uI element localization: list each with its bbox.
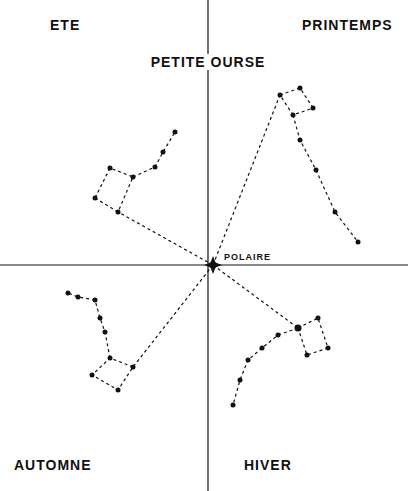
pointer-line [213,265,298,328]
season-label: HIVER [244,458,292,472]
season-label: AUTOMNE [14,458,92,472]
dipper-handle [293,115,358,242]
pointer-line [133,265,213,367]
polaris-star [204,256,222,274]
dipper-handle [133,132,175,177]
dipper-bowl [92,358,133,390]
season-label: PRINTEMPS [302,18,393,32]
dipper-bowl [280,88,313,115]
stars [66,86,361,408]
dipper-bowl [95,168,133,212]
constellation-name: PETITE OURSE [149,54,268,70]
star-name: POLAIRE [224,253,271,262]
season-label: ETE [50,18,80,32]
dipper-handle [233,328,298,405]
vertical-axis [207,0,208,491]
dipper-handle [68,293,110,358]
dipper-bowl [298,318,328,355]
pointer-line [213,95,280,265]
pointer-line [118,212,213,265]
